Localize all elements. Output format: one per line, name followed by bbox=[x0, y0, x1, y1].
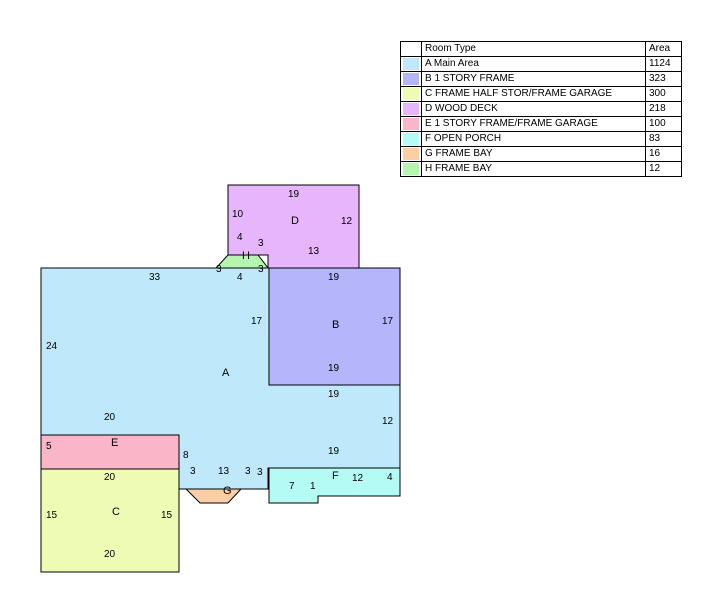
room-e-letter: E bbox=[111, 437, 118, 449]
legend-room-type: E 1 STORY FRAME/FRAME GARAGE bbox=[421, 116, 646, 132]
legend-room-type: A Main Area bbox=[421, 56, 646, 72]
legend-header-row: Room Type Area bbox=[400, 41, 682, 57]
legend-header-type: Room Type bbox=[421, 41, 646, 57]
legend-room-area: 300 bbox=[645, 86, 682, 102]
room-e-shape bbox=[40, 434, 180, 470]
room-g-shape bbox=[184, 488, 243, 504]
room-f-dim-d: 4 bbox=[387, 472, 393, 483]
room-b-dim-bottom: 19 bbox=[328, 363, 340, 374]
room-a-letter: A bbox=[222, 367, 230, 379]
room-h-dim-left: 3 bbox=[216, 264, 222, 275]
room-c-dim-right: 15 bbox=[161, 510, 173, 521]
room-a-dim-left: 24 bbox=[46, 341, 58, 352]
room-c-dim-left: 15 bbox=[46, 510, 58, 521]
legend-room-type: F OPEN PORCH bbox=[421, 131, 646, 147]
room-d-letter: D bbox=[291, 215, 299, 227]
room-a-dim-bay4: 3 bbox=[257, 467, 263, 478]
legend-color-swatch bbox=[403, 148, 419, 160]
legend-color-swatch bbox=[403, 88, 419, 100]
legend-header-swatch bbox=[400, 41, 422, 57]
room-a-dim-bay2: 13 bbox=[218, 466, 230, 477]
room-d-dim-notch1: 4 bbox=[237, 232, 243, 243]
room-a-dim-bay3: 3 bbox=[245, 466, 251, 477]
room-b-shape bbox=[268, 267, 401, 386]
room-f-dim-b: 1 bbox=[310, 481, 316, 492]
room-f-dim-c: 12 bbox=[352, 473, 364, 484]
legend-swatch-cell bbox=[400, 71, 422, 87]
room-a-dim-mid: 20 bbox=[104, 412, 116, 423]
legend-room-area: 218 bbox=[645, 101, 682, 117]
room-d-dim-right: 12 bbox=[341, 216, 353, 227]
room-a-dim-right-bottom: 19 bbox=[328, 446, 340, 457]
room-d-dim-bottom: 13 bbox=[308, 246, 320, 257]
room-e-dim-left: 5 bbox=[46, 441, 52, 452]
legend-room-area: 1124 bbox=[645, 56, 682, 72]
room-c-letter: C bbox=[112, 506, 120, 518]
legend-color-swatch bbox=[403, 118, 419, 130]
room-d-dim-left: 10 bbox=[232, 209, 244, 220]
room-a-dim-right-top: 19 bbox=[328, 389, 340, 400]
legend-room-area: 16 bbox=[645, 146, 682, 162]
legend-room-type: B 1 STORY FRAME bbox=[421, 71, 646, 87]
room-f-dim-a: 7 bbox=[289, 481, 295, 492]
legend-swatch-cell bbox=[400, 146, 422, 162]
legend-swatch-cell bbox=[400, 56, 422, 72]
legend-swatch-cell bbox=[400, 86, 422, 102]
legend-room-area: 12 bbox=[645, 161, 682, 177]
room-a-dim-right: 12 bbox=[382, 416, 394, 427]
legend-swatch-cell bbox=[400, 161, 422, 177]
legend-room-type: G FRAME BAY bbox=[421, 146, 646, 162]
legend-header-area: Area bbox=[645, 41, 682, 57]
legend-swatch-cell bbox=[400, 116, 422, 132]
legend-room-type: C FRAME HALF STOR/FRAME GARAGE bbox=[421, 86, 646, 102]
legend-room-area: 83 bbox=[645, 131, 682, 147]
legend-room-type: D WOOD DECK bbox=[421, 101, 646, 117]
legend-swatch-cell bbox=[400, 131, 422, 147]
room-f-shape bbox=[268, 467, 401, 504]
legend-room-area: 100 bbox=[645, 116, 682, 132]
room-b-dim-top: 19 bbox=[328, 272, 340, 283]
room-a-dim-step: 8 bbox=[183, 450, 189, 461]
room-h-letter: H bbox=[242, 250, 250, 262]
room-h-dim-right: 3 bbox=[258, 264, 264, 275]
legend-color-swatch bbox=[403, 73, 419, 85]
room-a-dim-bay1: 3 bbox=[190, 466, 196, 477]
room-b-dim-right: 17 bbox=[382, 316, 394, 327]
room-g-letter: G bbox=[223, 485, 232, 497]
room-a-dim-inner2: 4 bbox=[237, 272, 243, 283]
room-b-letter: B bbox=[332, 319, 339, 331]
room-c-dim-top: 20 bbox=[104, 472, 116, 483]
legend-swatch-cell bbox=[400, 101, 422, 117]
room-c-dim-bottom: 20 bbox=[104, 549, 116, 560]
legend-room-type: H FRAME BAY bbox=[421, 161, 646, 177]
room-c-shape bbox=[40, 468, 180, 573]
room-d-dim-notch2: 3 bbox=[258, 238, 264, 249]
legend-color-swatch bbox=[403, 133, 419, 145]
legend-color-swatch bbox=[403, 163, 419, 175]
legend-color-swatch bbox=[403, 103, 419, 115]
room-a-dim-inner1: 17 bbox=[251, 316, 263, 327]
room-f-letter: F bbox=[332, 470, 339, 482]
room-d-dim-top: 19 bbox=[288, 189, 300, 200]
legend-room-area: 323 bbox=[645, 71, 682, 87]
room-a-dim-top: 33 bbox=[149, 272, 161, 283]
legend-color-swatch bbox=[403, 58, 419, 70]
